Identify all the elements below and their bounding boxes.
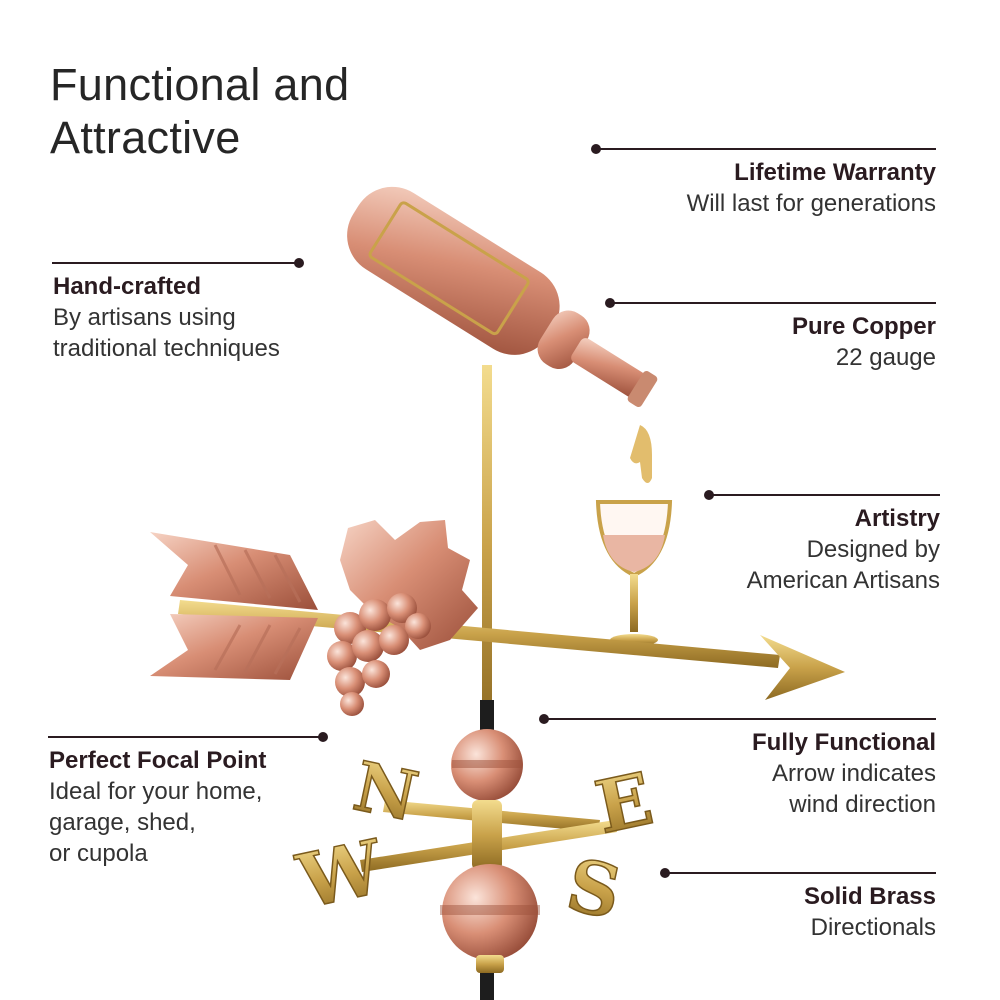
wine-glass [595,500,673,646]
callout-text: traditional techniques [53,335,280,362]
callout-line [48,736,322,738]
page-title: Functional and Attractive [50,58,349,164]
arrow-pointer [178,600,845,700]
callout-text: wind direction [789,791,936,818]
callout-heading: Pure Copper [791,313,936,340]
callout-line [595,148,936,150]
callout-line [52,262,298,264]
callout-text: Directionals [810,914,936,941]
callout-heading: Perfect Focal Point [49,747,267,774]
callout-text: or cupola [49,840,148,867]
callout-heading: Lifetime Warranty [734,159,936,186]
callout-heading: Fully Functional [752,729,936,756]
callout-dot [318,732,328,742]
arrow-feathers [150,532,318,680]
direction-south-letter: S [560,841,629,935]
lower-ball [440,864,540,973]
callout-text: Arrow indicates [771,760,936,787]
callout-heading: Solid Brass [803,883,936,910]
callout-heading: Hand-crafted [53,273,202,300]
callout-line [609,302,936,304]
callout-text: By artisans using [53,304,236,331]
callout-text: 22 gauge [835,344,936,371]
callout-text: Will last for generations [686,190,936,217]
callout-text: Designed by [806,536,940,563]
title-line-1: Functional and [50,59,350,110]
direction-north-letter: N [347,747,424,838]
direction-east-letter: E [588,755,659,850]
callout-text: Ideal for your home, [49,778,263,805]
direction-west-letter: W [290,824,391,926]
callout-text: garage, shed, [49,809,196,836]
title-line-2: Attractive [50,112,241,163]
callout-line [664,872,936,874]
directionals [360,800,617,872]
wine-bottle [347,186,658,408]
grape-cluster [327,520,478,716]
callout-line [708,494,940,496]
callout-heading: Artistry [854,505,940,532]
callout-line [543,718,936,720]
callout-text: American Artisans [746,567,940,594]
upper-ball [451,729,523,801]
callout-dot [294,258,304,268]
wine-drip [630,425,652,483]
